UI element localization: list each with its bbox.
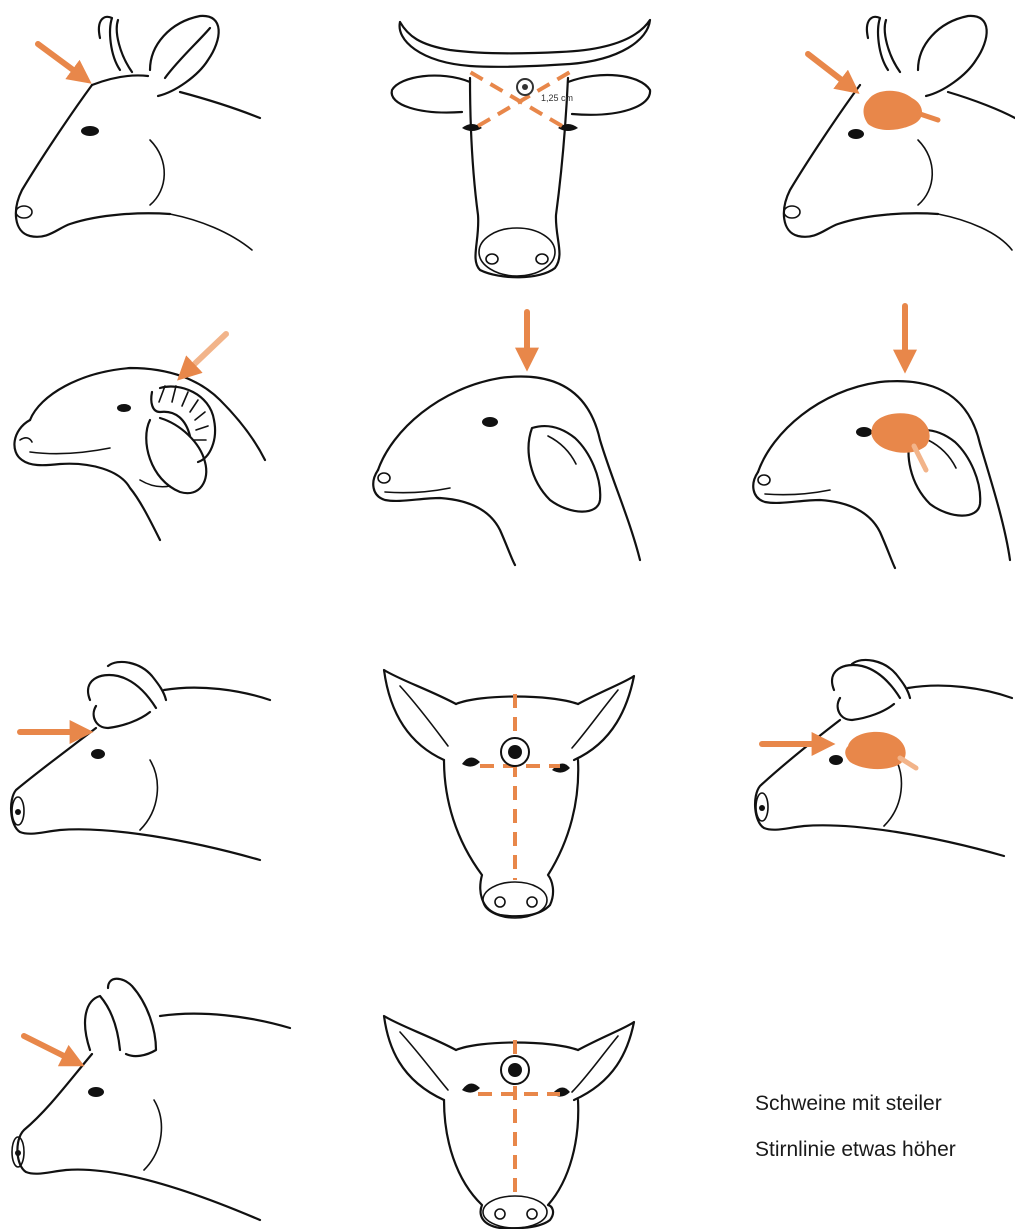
brain-highlight	[845, 732, 905, 769]
pig-steep-side-view	[12, 979, 290, 1220]
shot-position-arrow	[808, 54, 852, 88]
pig-side-view	[11, 662, 270, 860]
shot-position-arrow	[24, 1036, 76, 1062]
pig-front-view	[384, 670, 634, 918]
cow-side-brain-view	[784, 16, 1015, 250]
sheep-side-brain-view	[753, 306, 1010, 568]
pig-side-brain-view	[755, 660, 1012, 856]
brain-highlight	[871, 413, 929, 452]
pig-steep-front-view	[384, 1016, 634, 1228]
shot-position-arrow	[38, 44, 84, 78]
ram-side-view	[14, 334, 265, 540]
cow-front-marker-label: 1,25 cm	[541, 93, 573, 103]
cow-front-view: 1,25 cm	[392, 20, 650, 277]
sheep-side-view	[373, 312, 640, 565]
caption-line-1: Schweine mit steiler	[755, 1092, 942, 1116]
caption-line-2: Stirnlinie etwas höher	[755, 1138, 956, 1162]
shot-position-arrow	[184, 334, 226, 374]
cow-side-view	[16, 16, 260, 250]
